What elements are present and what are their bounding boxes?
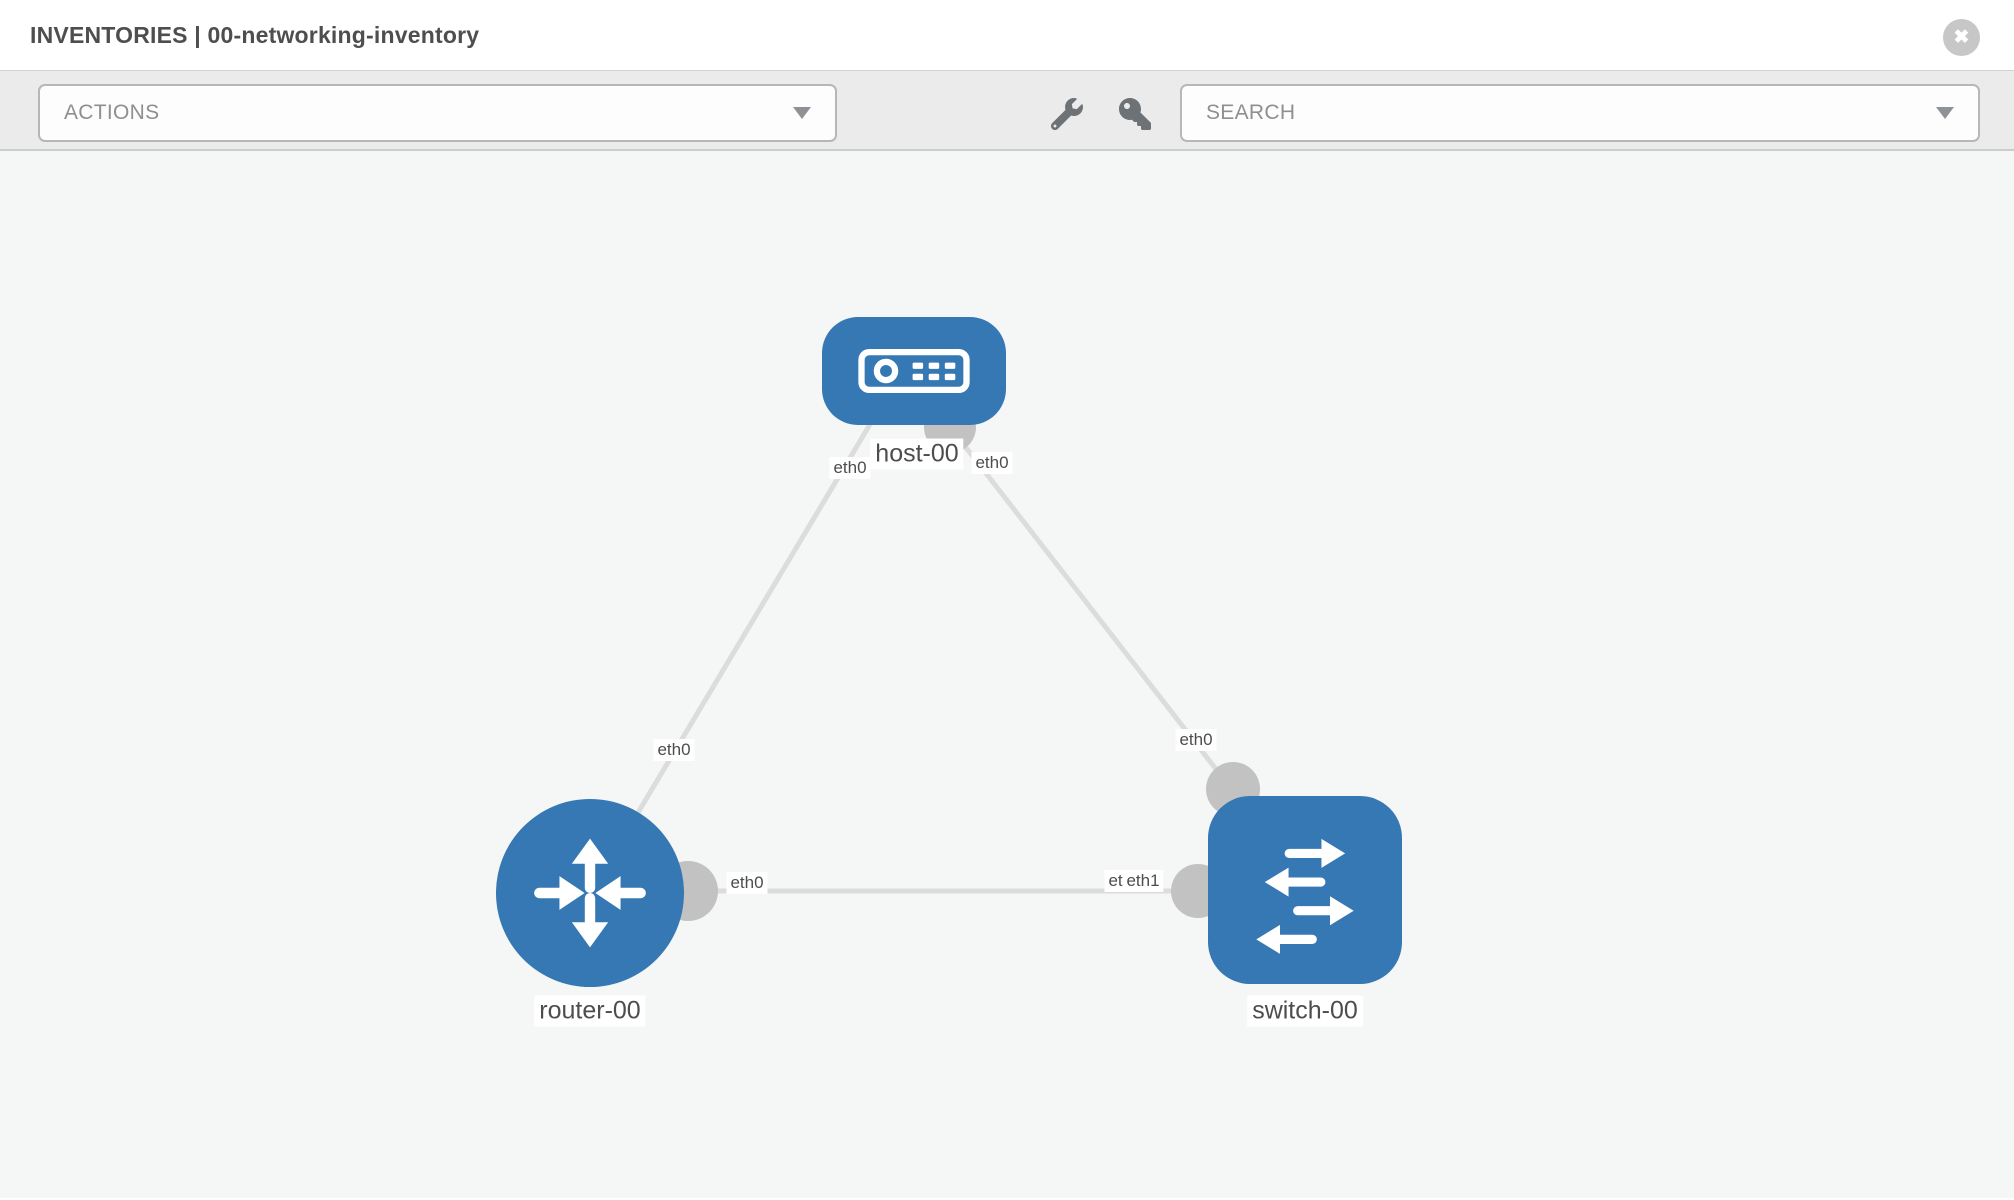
node-router-00[interactable] <box>496 799 684 987</box>
key-icon[interactable] <box>1119 98 1151 130</box>
interface-label: eth0 <box>726 872 768 894</box>
actions-dropdown-label: ACTIONS <box>64 101 160 124</box>
switch-icon <box>1256 838 1354 954</box>
host-icon <box>858 348 970 394</box>
search-dropdown-label: SEARCH <box>1206 101 1296 124</box>
close-icon: ✖ <box>1953 27 1970 48</box>
interface-label: eth1 <box>1122 870 1164 892</box>
caret-down-icon <box>1936 107 1954 119</box>
page-title: INVENTORIES | 00-networking-inventory <box>30 22 480 48</box>
node-label-router: router-00 <box>534 995 646 1027</box>
node-host-00[interactable] <box>822 317 1006 425</box>
search-dropdown[interactable]: SEARCH <box>1180 84 1980 142</box>
node-label-host: host-00 <box>870 438 964 470</box>
caret-down-icon <box>793 107 811 119</box>
wrench-icon[interactable] <box>1051 98 1083 130</box>
interface-label: eth0 <box>653 739 695 761</box>
topology-links-layer <box>587 401 1260 921</box>
header-bar: INVENTORIES | 00-networking-inventory ✖ <box>0 0 2014 71</box>
topology-canvas[interactable]: host-00 router-00 switch-00 eth0 eth0 et… <box>0 151 2014 1198</box>
node-switch-00[interactable] <box>1208 796 1402 984</box>
interface-label: eth0 <box>971 452 1013 474</box>
close-button[interactable]: ✖ <box>1943 19 1980 56</box>
node-label-switch: switch-00 <box>1247 995 1363 1027</box>
router-icon <box>534 838 646 948</box>
interface-label: eth0 <box>1175 729 1217 751</box>
actions-dropdown[interactable]: ACTIONS <box>38 84 837 142</box>
interface-label: eth0 <box>829 457 871 479</box>
toolbar: ACTIONS SEARCH <box>0 71 2014 151</box>
